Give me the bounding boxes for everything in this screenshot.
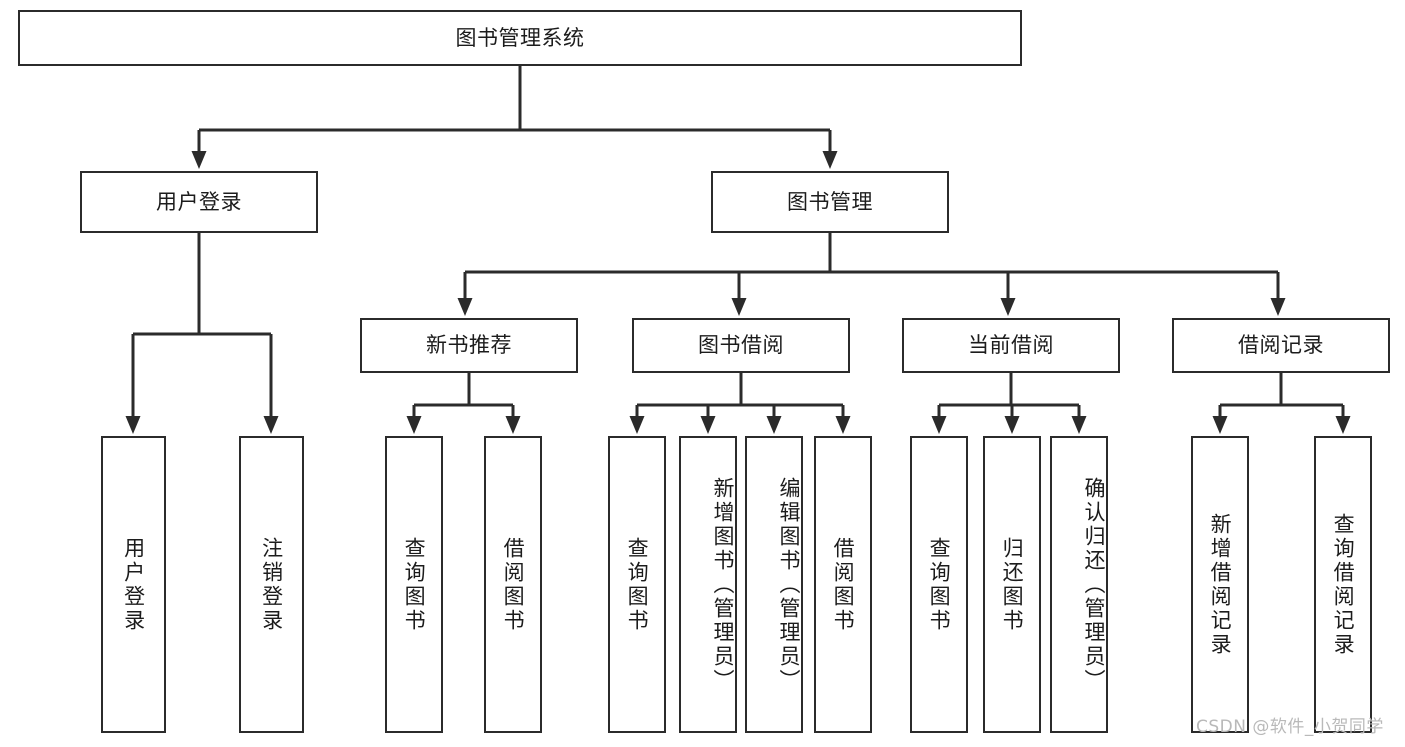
node-book-manage: 图书管理	[711, 171, 949, 233]
node-leaf-add-book-admin: 新增图书（管理员）	[679, 436, 737, 733]
new-book-recommend-arrow-0-head	[406, 416, 422, 434]
user-login-arrow-1-head	[263, 416, 279, 434]
root-arrow-0-head	[191, 151, 207, 169]
node-leaf-edit-book-admin: 编辑图书（管理员）	[745, 436, 803, 733]
node-label: 借阅记录	[1238, 333, 1324, 358]
node-label: 借阅图书	[501, 536, 526, 633]
current-borrow-arrow-1-head	[1004, 416, 1020, 434]
node-leaf-confirm-return-admin: 确认归还（管理员）	[1050, 436, 1108, 733]
book-borrow-arrow-2-head	[766, 416, 782, 434]
borrow-record-arrow-0-head	[1212, 416, 1228, 434]
book-borrow-arrow-3-head	[835, 416, 851, 434]
node-borrow-record: 借阅记录	[1172, 318, 1390, 373]
book-borrow-arrow-1-head	[700, 416, 716, 434]
node-leaf-query-book-current: 查询图书	[910, 436, 968, 733]
node-label: 新书推荐	[426, 333, 512, 358]
node-label: 用户登录	[156, 189, 242, 214]
node-leaf-query-borrow-record: 查询借阅记录	[1314, 436, 1372, 733]
node-leaf-add-borrow-record: 新增借阅记录	[1191, 436, 1249, 733]
node-root-title: 图书管理系统	[18, 10, 1022, 66]
current-borrow-arrow-2-head	[1071, 416, 1087, 434]
book-manage-arrow-0-head	[457, 298, 473, 316]
current-borrow-arrow-0-head	[931, 416, 947, 434]
node-label: 图书管理	[787, 189, 873, 214]
node-label: 确认归还（管理员）	[1082, 476, 1106, 693]
node-label: 查询借阅记录	[1331, 512, 1356, 657]
node-new-book-recommend: 新书推荐	[360, 318, 578, 373]
root-arrow-1-head	[822, 151, 838, 169]
book-borrow-arrow-0-head	[629, 416, 645, 434]
node-label: 查询图书	[625, 536, 650, 633]
node-current-borrow: 当前借阅	[902, 318, 1120, 373]
node-label: 编辑图书（管理员）	[777, 476, 801, 693]
node-leaf-borrow-book: 借阅图书	[814, 436, 872, 733]
csdn-watermark: CSDN @软件_小贺同学	[1196, 717, 1384, 737]
node-label: 注销登录	[259, 536, 284, 633]
node-book-borrow: 图书借阅	[632, 318, 850, 373]
book-manage-arrow-1-head	[731, 298, 747, 316]
node-leaf-query-book-rec: 查询图书	[385, 436, 443, 733]
node-leaf-logout: 注销登录	[239, 436, 304, 733]
book-manage-arrow-2-head	[1000, 298, 1016, 316]
node-label: 新增图书（管理员）	[711, 476, 735, 693]
node-leaf-query-book-borrow: 查询图书	[608, 436, 666, 733]
node-user-login: 用户登录	[80, 171, 318, 233]
node-label: 图书管理系统	[455, 25, 585, 50]
node-leaf-borrow-book-rec: 借阅图书	[484, 436, 542, 733]
node-label: 归还图书	[1000, 536, 1025, 633]
node-label: 借阅图书	[831, 536, 856, 633]
node-label: 用户登录	[121, 536, 146, 633]
node-label: 查询图书	[927, 536, 952, 633]
node-label: 查询图书	[402, 536, 427, 633]
node-leaf-return-book: 归还图书	[983, 436, 1041, 733]
borrow-record-arrow-1-head	[1335, 416, 1351, 434]
node-label: 新增借阅记录	[1208, 512, 1233, 657]
book-manage-arrow-3-head	[1270, 298, 1286, 316]
node-label: 当前借阅	[968, 333, 1054, 358]
node-label: 图书借阅	[698, 333, 784, 358]
new-book-recommend-arrow-1-head	[505, 416, 521, 434]
user-login-arrow-0-head	[125, 416, 141, 434]
node-leaf-user-login: 用户登录	[101, 436, 166, 733]
